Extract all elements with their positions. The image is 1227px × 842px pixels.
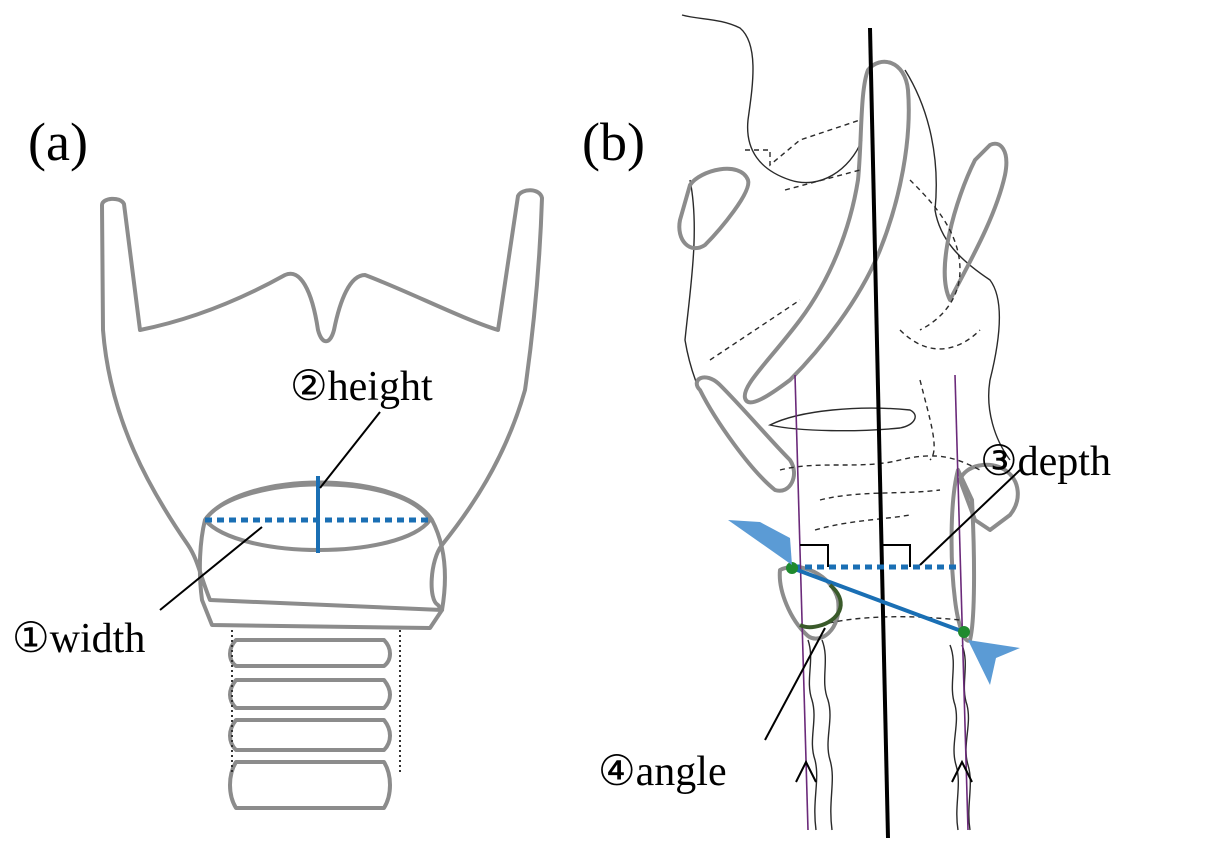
anterior-point [786, 562, 798, 574]
angle-measure-line [792, 568, 964, 632]
angle-leader-line [765, 628, 825, 740]
depth-label: ③depth [980, 439, 1111, 485]
width-label: ①width [12, 616, 145, 662]
panel-a: (a) ②height ①width [12, 112, 542, 808]
anterior-tracheal-wall-inner [822, 640, 832, 830]
posterior-tracheal-wall [950, 645, 958, 830]
posterior-pharyngeal-wall [945, 144, 1007, 300]
vertical-axis-line [870, 28, 888, 838]
soft-tissue-outline [682, 15, 862, 183]
posterior-point [958, 626, 970, 638]
epiglottis-outline [745, 62, 909, 403]
vocal-fold-outline [770, 408, 915, 431]
anterior-tracheal-wall [808, 640, 817, 830]
right-angle-marker-axis [880, 545, 910, 567]
posterior-arrow [968, 640, 1020, 685]
panel-a-label: (a) [28, 112, 88, 172]
trachea [230, 630, 400, 808]
cricoid-posterior-lamina [952, 470, 974, 641]
angle-label: ④angle [598, 749, 727, 795]
right-angle-marker-anterior [800, 545, 828, 567]
internal-dashed-structures [710, 120, 980, 625]
height-leader-line [320, 412, 380, 488]
anterior-arrow [728, 520, 792, 565]
height-label: ②height [290, 364, 433, 410]
posterior-tissue-outline [905, 70, 1010, 460]
panel-b-label: (b) [582, 112, 645, 172]
panel-b: (b) [582, 15, 1111, 838]
